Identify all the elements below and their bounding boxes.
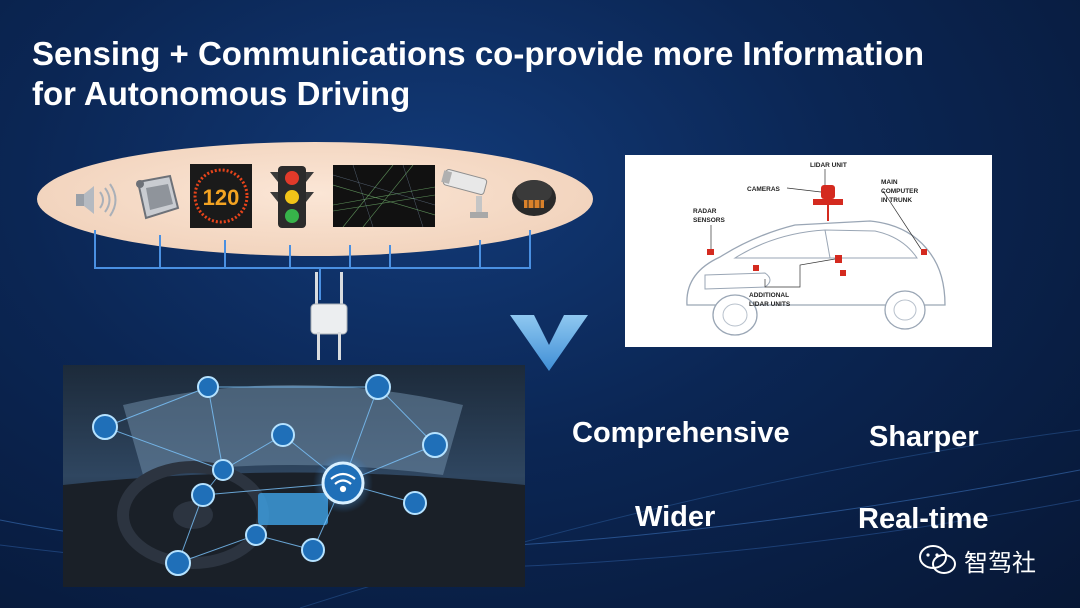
wechat-icon <box>919 545 956 574</box>
speed-limit-text: 120 <box>203 185 240 210</box>
radar-puck-icon <box>512 180 556 216</box>
wifi-icon <box>330 472 356 493</box>
label-additional-2: LIDAR UNITS <box>749 301 791 308</box>
benefit-comprehensive: Comprehensive <box>572 417 790 449</box>
watermark-text: 智驾社 <box>964 548 1036 577</box>
sensor-device-icon <box>136 174 180 220</box>
car-sensor-diagram: LIDAR UNIT CAMERAS MAIN COMPUTER IN TRUN… <box>625 155 992 347</box>
chevron-down-icon <box>510 315 588 371</box>
label-radar-1: RADAR <box>693 208 717 215</box>
speaker-icon <box>76 183 117 217</box>
slide-title: Sensing + Communications co-provide more… <box>32 34 1032 114</box>
3d-map-icon <box>333 165 435 227</box>
speed-sign-icon: 120 <box>190 164 252 228</box>
label-main-computer-2: COMPUTER <box>881 188 919 195</box>
benefit-realtime: Real-time <box>858 503 989 535</box>
title-line-1: Sensing + Communications co-provide more… <box>32 35 925 72</box>
access-point-icon <box>310 272 348 360</box>
traffic-light-icon <box>270 166 314 228</box>
label-cameras: CAMERAS <box>747 186 781 193</box>
label-radar-2: SENSORS <box>693 217 725 224</box>
benefit-wider: Wider <box>635 501 716 533</box>
label-main-computer-3: IN TRUNK <box>881 197 912 204</box>
title-line-2: for Autonomous Driving <box>32 75 411 112</box>
label-main-computer-1: MAIN <box>881 179 898 186</box>
label-lidar-unit: LIDAR UNIT <box>810 162 847 169</box>
cctv-camera-icon <box>441 169 488 218</box>
watermark: 智驾社 <box>918 542 1036 578</box>
sensor-ellipse <box>37 142 593 256</box>
benefit-sharper: Sharper <box>869 421 979 453</box>
label-additional-1: ADDITIONAL <box>749 292 789 299</box>
connected-car-cabin-image <box>63 365 525 587</box>
